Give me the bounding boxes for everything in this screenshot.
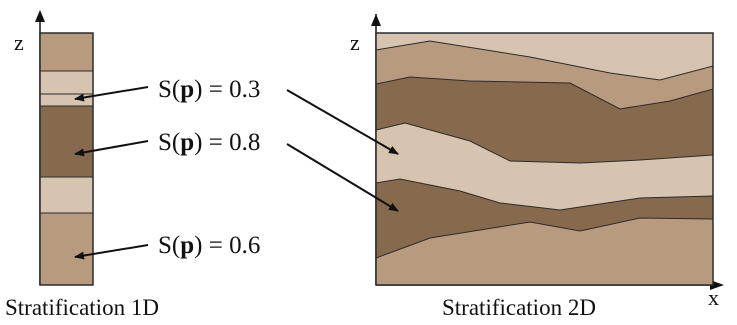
layer-1d-light-2 bbox=[39, 93, 94, 107]
block-2d-border bbox=[375, 32, 714, 286]
column-1d-border bbox=[39, 32, 94, 286]
arrow-0-3-left bbox=[74, 86, 149, 102]
arrow-0-3-right bbox=[286, 89, 399, 155]
block-2d: z x bbox=[350, 14, 724, 310]
annotation-0-6: S(p) = 0.6 bbox=[74, 232, 260, 260]
annotation-label-0-8: S(p) = 0.8 bbox=[158, 129, 260, 156]
arrow-0-6-left bbox=[74, 244, 149, 260]
layer-1d-top bbox=[39, 32, 94, 72]
z-axis-1d-arrow bbox=[35, 10, 45, 22]
layer-1d-light-1 bbox=[39, 70, 94, 95]
caption-1d: Stratification 1D bbox=[5, 295, 159, 320]
arrow-0-8-left bbox=[74, 140, 149, 157]
annotation-label-0-3: S(p) = 0.3 bbox=[158, 76, 260, 103]
z-axis-2d-arrow bbox=[371, 14, 381, 26]
annotation-0-3: S(p) = 0.3 bbox=[74, 76, 399, 155]
column-1d: z bbox=[14, 10, 94, 286]
annotation-label-0-6: S(p) = 0.6 bbox=[158, 232, 260, 259]
layer-1d-light-3 bbox=[39, 176, 94, 214]
x-axis-2d-label: x bbox=[708, 285, 719, 310]
caption-2d: Stratification 2D bbox=[442, 295, 596, 320]
z-axis-2d-label: z bbox=[350, 30, 360, 55]
arrow-0-8-right bbox=[286, 143, 399, 212]
layer-1d-bottom bbox=[39, 212, 94, 286]
z-axis-1d-label: z bbox=[14, 30, 24, 55]
layer-1d-dark bbox=[39, 105, 94, 178]
annotation-0-8: S(p) = 0.8 bbox=[74, 129, 399, 212]
